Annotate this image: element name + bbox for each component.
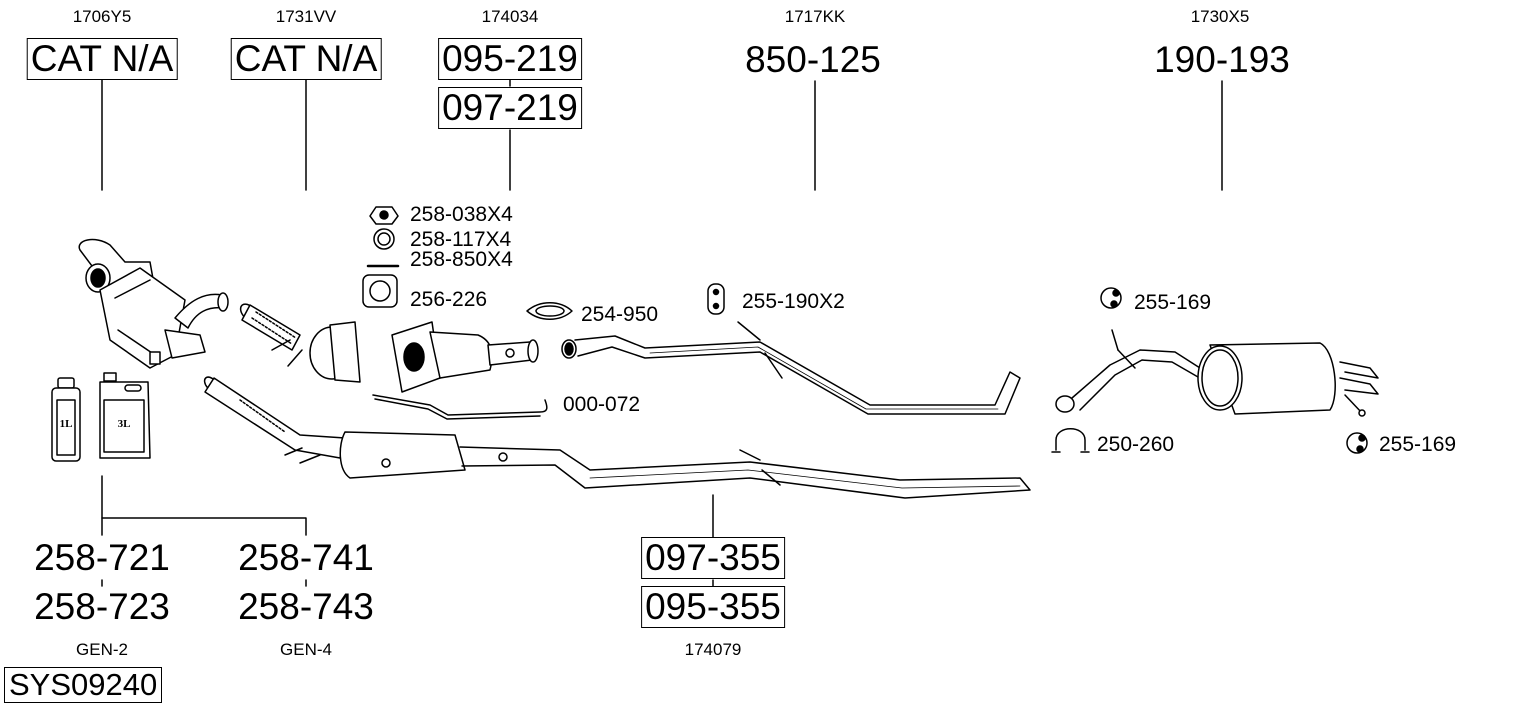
accessory-label[interactable]: 000-072 [563,393,641,416]
fluid-volume-label: 1L [59,418,73,430]
accessory-label[interactable]: 258-850X4 [410,248,513,271]
part-code-box[interactable]: 095-355 [641,586,785,628]
rubber-mount-icon [1100,287,1122,309]
part-code[interactable]: 258-723 [34,586,170,627]
ref-label: 1731VV [275,7,337,26]
accessory-label[interactable]: 258-038X4 [410,203,513,226]
fluid-volume-label: 3L [117,418,131,430]
catalyst-manifold-drawing [78,238,229,369]
leader-line [101,517,307,536]
part-code-box[interactable]: 095-219 [438,38,582,80]
ref-label: GEN-4 [280,640,332,659]
fluid-can-3l-drawing [99,372,151,459]
ref-label: 174034 [481,7,539,26]
catalyst-drawing [391,321,539,393]
clamp-icon [526,302,573,320]
dpf-pipe-drawing [203,376,1031,499]
intermediate-pipe-drawing [561,321,1021,415]
nut-icon [369,206,399,225]
washer-icon [373,228,395,250]
part-code[interactable]: 850-125 [745,39,881,80]
part-code[interactable]: 258-743 [238,586,374,627]
accessory-label[interactable]: 258-117X4 [410,228,512,251]
fluid-bottle-1l-drawing [51,377,81,462]
accessory-label[interactable]: 255-169 [1379,433,1457,456]
accessory-label[interactable]: 256-226 [410,288,488,311]
part-code-box[interactable]: 097-355 [641,537,785,579]
gasket-icon [362,274,398,308]
part-code-box[interactable]: 097-219 [438,87,582,129]
ref-label: 1706Y5 [72,7,132,26]
accessory-label[interactable]: 250-260 [1097,433,1175,456]
u-clamp-icon [1051,428,1090,453]
rear-silencer-drawing [1055,329,1379,417]
rubber-hanger-icon [707,283,725,315]
ref-label: 1730X5 [1190,7,1250,26]
flex-catalyst-drawing [239,303,361,383]
accessory-label[interactable]: 255-169 [1134,291,1212,314]
part-code-box[interactable]: CAT N/A [230,38,382,80]
accessory-label[interactable]: 254-950 [581,303,659,326]
rubber-mount-icon [1346,432,1368,454]
ref-label: 1717KK [784,7,846,26]
system-code-box: SYS09240 [4,667,163,703]
part-code[interactable]: 258-721 [34,537,170,578]
part-code[interactable]: 190-193 [1154,39,1290,80]
part-code[interactable]: 258-741 [238,537,374,578]
ref-label: GEN-2 [76,640,128,659]
ref-label: 174079 [684,640,742,659]
part-code-box[interactable]: CAT N/A [26,38,178,80]
sensor-bracket-drawing [372,394,548,416]
accessory-label[interactable]: 255-190X2 [742,290,845,313]
